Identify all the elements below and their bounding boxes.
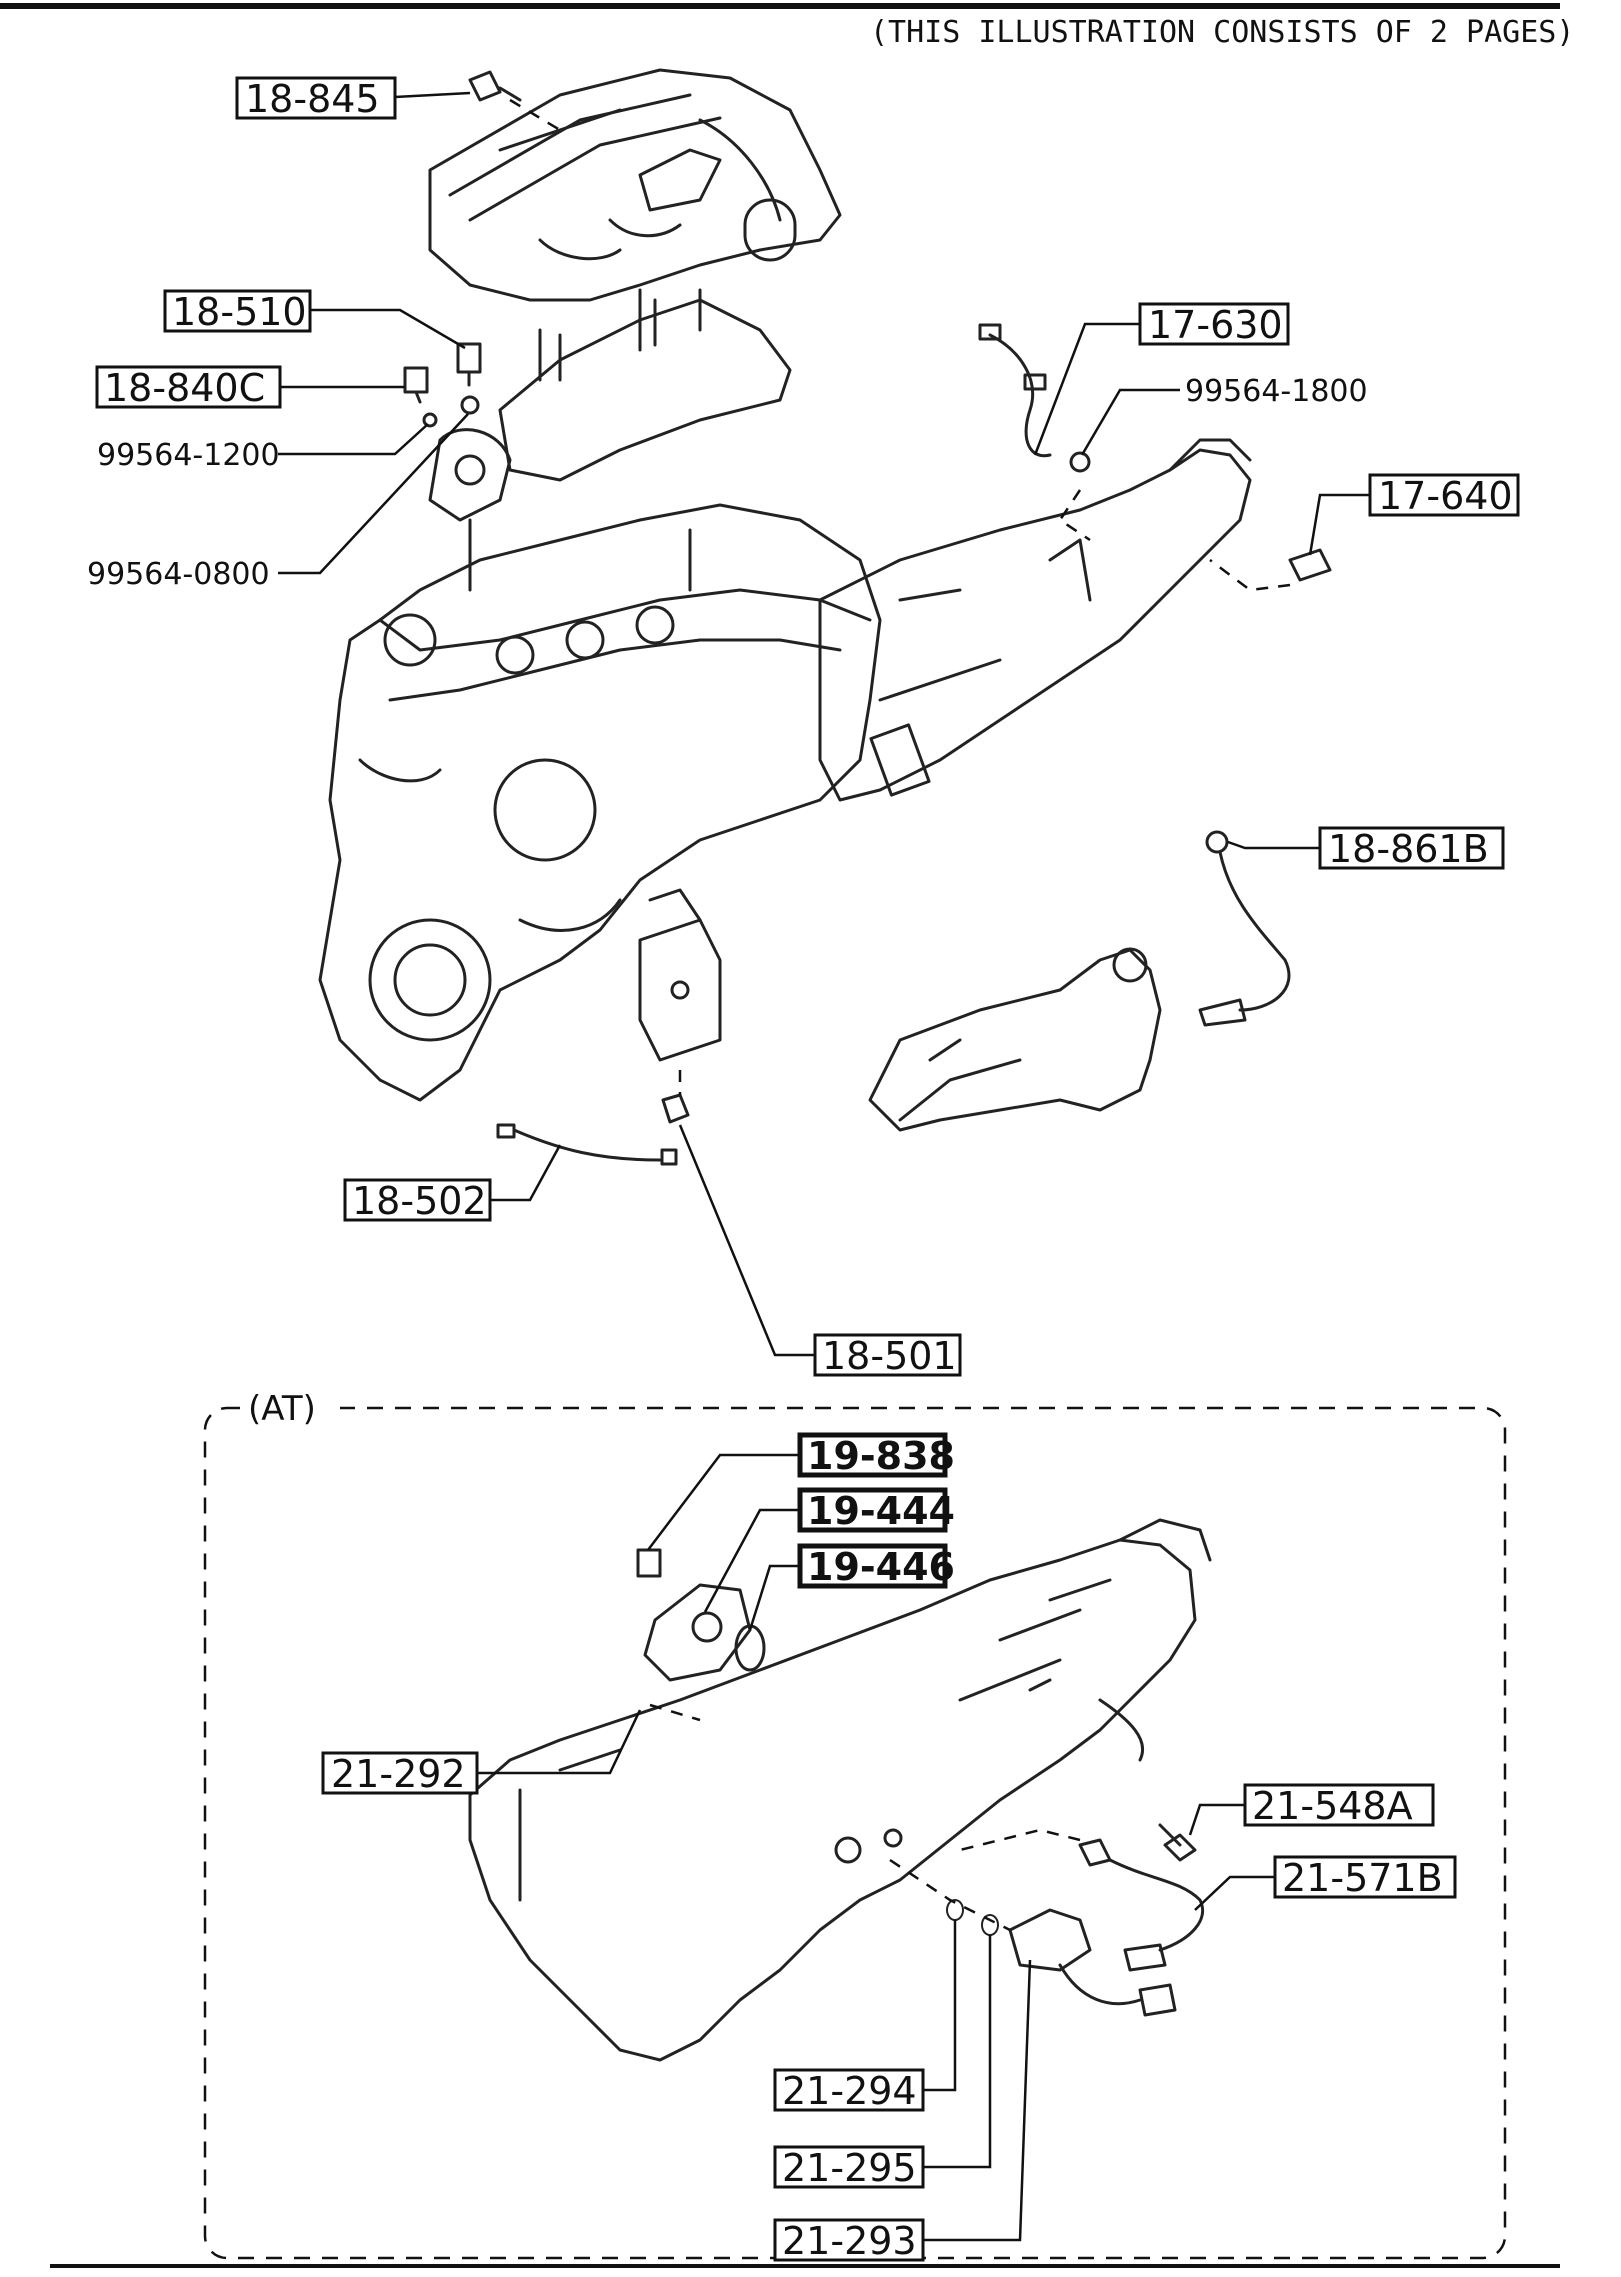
- callout-18-840C[interactable]: 18-840C: [95, 365, 282, 410]
- callout-21-571B[interactable]: 21-571B: [1273, 1855, 1457, 1900]
- callout-17-640[interactable]: 17-640: [1368, 473, 1520, 518]
- dash-17-640: [1209, 559, 1291, 592]
- sensor-18-845-icon: [468, 70, 522, 102]
- svg-text:21-295: 21-295: [782, 2146, 917, 2190]
- callout-19-838[interactable]: 19-838: [797, 1432, 955, 1478]
- callout-18-501[interactable]: 18-501: [813, 1333, 962, 1378]
- svg-text:18-840C: 18-840C: [104, 366, 265, 410]
- callout-19-446[interactable]: 19-446: [797, 1543, 955, 1589]
- leader-19-838: [647, 1453, 800, 1551]
- callout-18-845[interactable]: 18-845: [235, 76, 397, 121]
- sensor-18-510-icon: [456, 342, 482, 387]
- callout-21-295[interactable]: 21-295: [773, 2145, 925, 2190]
- leader-18-861B: [1227, 840, 1320, 850]
- svg-text:21-548A: 21-548A: [1252, 1784, 1413, 1828]
- callout-18-861B[interactable]: 18-861B: [1318, 826, 1505, 871]
- sensor-17-630-icon: [978, 323, 1091, 473]
- sensor-18-501-icon: [661, 1093, 690, 1124]
- dash-21-292: [649, 1703, 701, 1722]
- callout-21-548A[interactable]: 21-548A: [1243, 1783, 1435, 1828]
- sensor-21-571B-drawing: [1078, 1838, 1205, 1972]
- leader-21-571B: [1194, 1875, 1275, 1911]
- dash-21-293: [889, 1858, 1011, 1932]
- svg-text:19-444: 19-444: [807, 1489, 955, 1533]
- leader-99564-1200: [278, 423, 429, 456]
- leader-18-845: [394, 91, 471, 99]
- callout-21-292[interactable]: 21-292: [321, 1751, 479, 1796]
- header-note: (THIS ILLUSTRATION CONSISTS OF 2 PAGES): [870, 15, 1574, 50]
- svg-text:18-501: 18-501: [822, 1334, 957, 1378]
- at-label-bg: [240, 1392, 340, 1428]
- svg-text:21-293: 21-293: [782, 2219, 917, 2263]
- svg-text:18-861B: 18-861B: [1328, 827, 1489, 871]
- svg-text:17-640: 17-640: [1378, 474, 1513, 518]
- at-cover-19-444-drawing: [636, 1548, 766, 1682]
- part-number-99564-1800[interactable]: 99564-1800: [1185, 374, 1368, 409]
- harness-18-502-icon: [496, 1123, 678, 1166]
- at-label: (AT): [248, 1389, 316, 1429]
- leader-19-446: [748, 1564, 800, 1631]
- lower-manifold-drawing: [428, 288, 792, 522]
- svg-text:21-292: 21-292: [331, 1752, 466, 1796]
- leader-18-501: [678, 1124, 815, 1357]
- callout-21-294[interactable]: 21-294: [773, 2068, 925, 2113]
- at-transmission-drawing: [468, 1518, 1212, 2062]
- svg-text:18-845: 18-845: [245, 77, 380, 121]
- leader-21-292: [477, 1709, 642, 1775]
- dash-17-630: [1058, 489, 1091, 542]
- leader-19-444: [703, 1508, 800, 1613]
- svg-text:19-838: 19-838: [807, 1434, 955, 1478]
- leader-17-640: [1308, 493, 1370, 556]
- oxygen-sensor-18-861B-icon: [1198, 830, 1291, 1027]
- svg-text:17-630: 17-630: [1148, 303, 1283, 347]
- callout-18-510[interactable]: 18-510: [163, 289, 312, 334]
- leader-18-502: [490, 1144, 562, 1202]
- svg-text:19-446: 19-446: [807, 1545, 955, 1589]
- callout-18-502[interactable]: 18-502: [343, 1178, 492, 1223]
- leader-99564-1800: [1080, 388, 1180, 456]
- switch-21-293-drawing: [1008, 1908, 1177, 2017]
- leader-21-294: [923, 1920, 957, 2092]
- washer-99564-1200-icon: [422, 412, 438, 428]
- exhaust-manifold-drawing: [868, 947, 1162, 1132]
- engine-block-drawing: [318, 503, 882, 1102]
- dash-21-571B: [959, 1828, 1081, 1852]
- part-number-99564-0800[interactable]: 99564-0800: [87, 557, 270, 592]
- svg-text:21-571B: 21-571B: [1282, 1856, 1443, 1900]
- svg-text:21-294: 21-294: [782, 2069, 917, 2113]
- bolt-21-548A-drawing: [1158, 1823, 1197, 1862]
- leader-21-548A: [1188, 1803, 1245, 1836]
- leader-18-510: [310, 308, 466, 350]
- sensor-18-840C-icon: [403, 366, 429, 404]
- washer-99564-0800-icon: [460, 395, 480, 415]
- svg-text:18-502: 18-502: [352, 1179, 487, 1223]
- oil-filter-drawing: [638, 888, 722, 1062]
- svg-text:18-510: 18-510: [172, 290, 307, 334]
- leader-99564-0800: [278, 413, 469, 575]
- part-number-99564-1200[interactable]: 99564-1200: [97, 438, 280, 473]
- dash-18-845: [509, 98, 561, 132]
- leader-21-293: [923, 1959, 1032, 2242]
- transmission-drawing: [818, 438, 1252, 802]
- leader-21-295: [923, 1935, 992, 2169]
- leader-17-630: [1033, 322, 1140, 456]
- callout-19-444[interactable]: 19-444: [797, 1487, 955, 1533]
- callout-21-293[interactable]: 21-293: [773, 2218, 925, 2263]
- at-dashed-frame: [203, 1406, 1507, 2260]
- intake-manifold-drawing: [428, 68, 842, 302]
- callout-17-630[interactable]: 17-630: [1138, 302, 1290, 347]
